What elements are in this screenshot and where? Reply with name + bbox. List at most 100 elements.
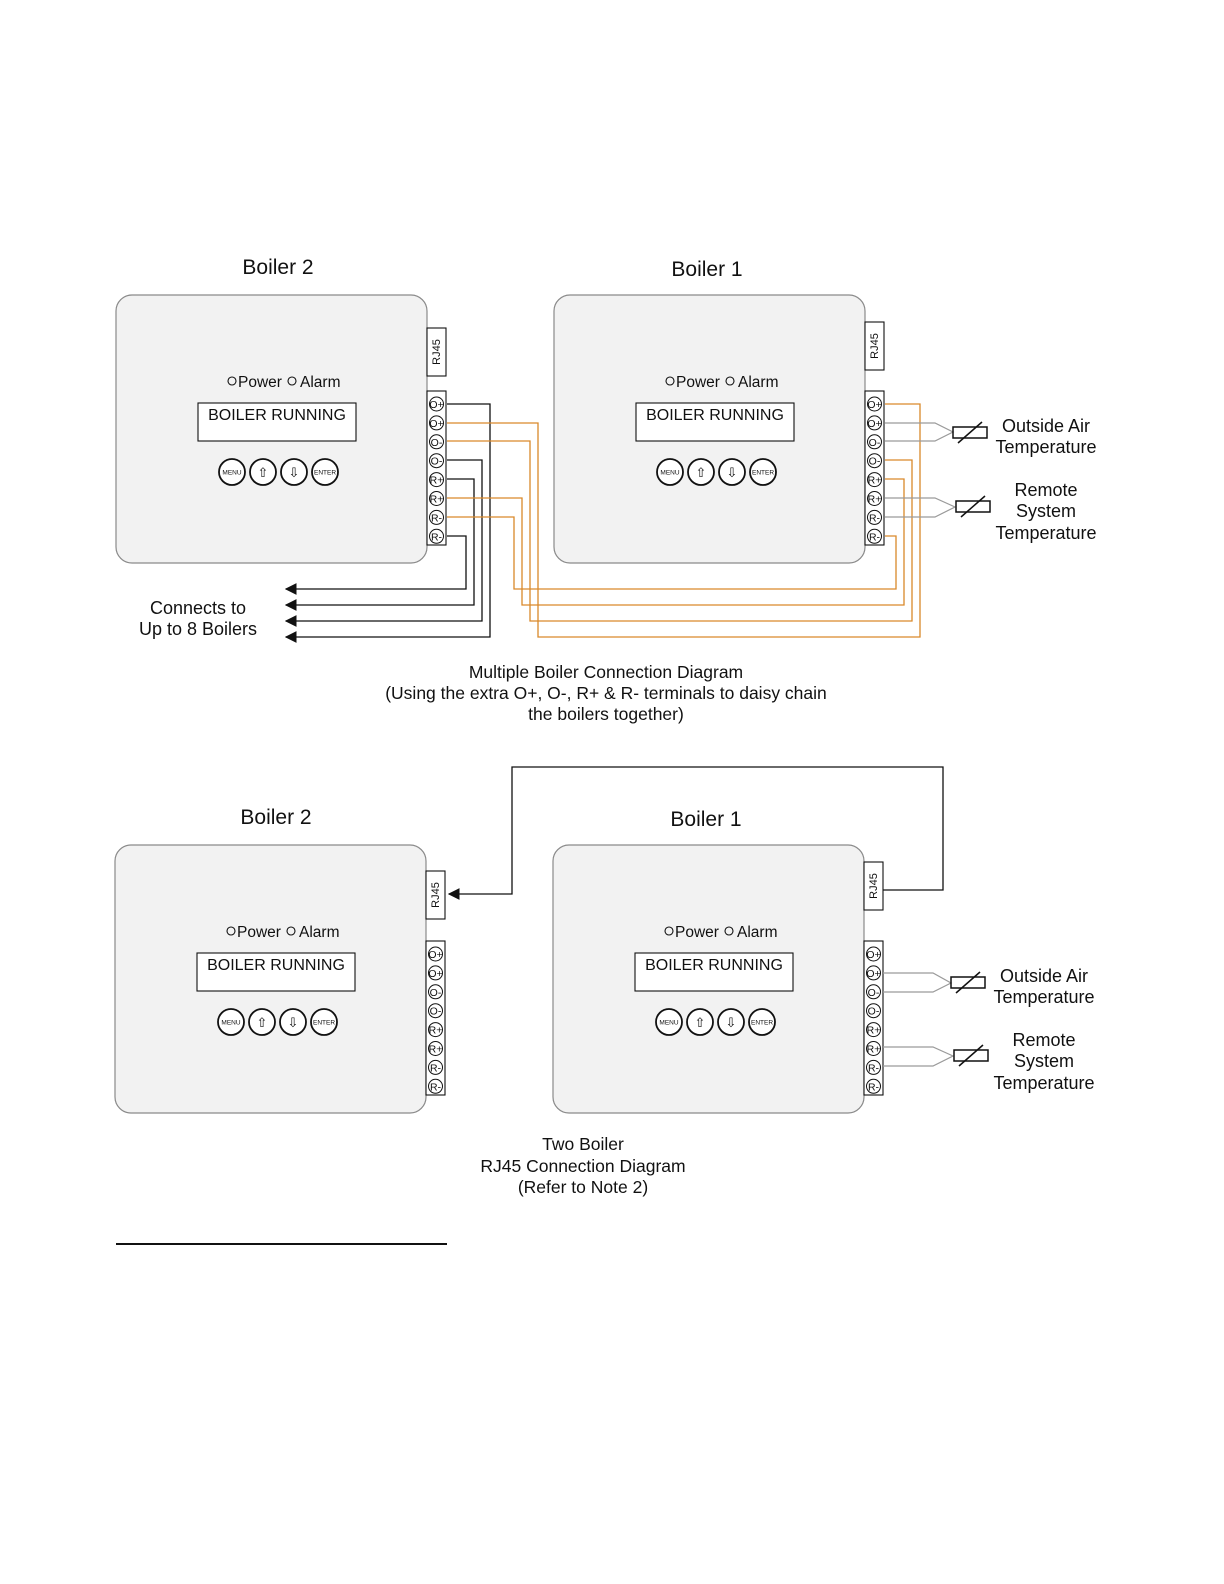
rj45-label: RJ45 [869, 333, 881, 359]
menu-button[interactable]: MENU [656, 458, 684, 486]
down-button[interactable]: ⇩ [717, 1008, 745, 1036]
terminal-strip: O+O+O-O-R+R+R-R- [425, 940, 446, 1096]
power-led-icon [664, 926, 674, 936]
terminal-4: R+ [429, 472, 444, 488]
display-text: BOILER RUNNING [207, 957, 345, 974]
terminal-label: R- [431, 512, 443, 524]
up-button[interactable]: ⇧ [248, 1008, 276, 1036]
enter-button[interactable]: ENTER [310, 1008, 338, 1036]
terminal-0: O+ [867, 396, 882, 412]
terminal-6: R- [867, 509, 882, 525]
terminal-5: R+ [429, 491, 444, 506]
up-button[interactable]: ⇧ [686, 1008, 714, 1036]
terminal-label: R+ [868, 475, 882, 487]
enter-button-label: ENTER [752, 469, 774, 476]
rj45-label: RJ45 [430, 882, 442, 908]
terminal-label: O+ [867, 399, 881, 411]
terminal-4: R+ [866, 1022, 881, 1038]
caption-2-line2: RJ45 Connection Diagram [480, 1156, 685, 1176]
terminal-2: O- [867, 434, 882, 450]
up-button[interactable]: ⇧ [249, 458, 277, 486]
terminal-3: O- [428, 1003, 443, 1019]
power-label: Power [237, 924, 281, 941]
alarm-label: Alarm [738, 374, 778, 391]
terminal-7: R- [428, 1078, 443, 1094]
remote-label-line3: Temperature [995, 523, 1096, 543]
terminal-label: R- [431, 531, 443, 543]
status-leds: Power Alarm [664, 924, 777, 941]
rj45-port: RJ45 [864, 321, 885, 371]
terminal-label: R- [869, 531, 881, 543]
caption-1-line1: Multiple Boiler Connection Diagram [469, 662, 743, 682]
daisy-chain-orange-wires [447, 403, 921, 638]
boiler-1-title: Boiler 1 [670, 808, 741, 831]
terminal-2: O- [428, 984, 443, 1000]
terminal-6: R- [429, 509, 444, 525]
down-button-label: ⇩ [727, 465, 738, 480]
status-display [197, 402, 357, 442]
up-button[interactable]: ⇧ [687, 458, 715, 486]
terminal-label: R+ [867, 1025, 881, 1037]
power-label: Power [238, 374, 282, 391]
enter-button-label: ENTER [314, 469, 336, 476]
terminal-label: O+ [867, 418, 881, 430]
terminal-label: R+ [430, 494, 444, 506]
caption-2-line1: Two Boiler [542, 1134, 624, 1154]
terminal-label: R+ [429, 1025, 443, 1037]
remote-label-line3: Temperature [993, 1073, 1094, 1093]
down-button[interactable]: ⇩ [718, 458, 746, 486]
terminal-1: O+ [867, 415, 882, 431]
menu-button[interactable]: MENU [655, 1008, 683, 1036]
terminal-0: O+ [429, 396, 444, 412]
terminal-5: R+ [866, 1041, 881, 1056]
status-display [196, 952, 356, 992]
caption-1-line2: (Using the extra O+, O-, R+ & R- termina… [385, 683, 827, 703]
outside-air-label-line1: Outside Air [1000, 966, 1088, 986]
terminal-4: R+ [867, 472, 882, 488]
menu-button[interactable]: MENU [218, 458, 246, 486]
terminal-6: R- [866, 1059, 881, 1075]
terminal-label: R- [430, 1062, 442, 1074]
connects-note-line2: Up to 8 Boilers [139, 619, 257, 639]
terminal-5: R+ [867, 491, 882, 506]
enter-button-label: ENTER [751, 1019, 773, 1026]
power-led-icon [665, 376, 675, 386]
terminal-label: R+ [430, 475, 444, 487]
alarm-label: Alarm [737, 924, 777, 941]
remote-system-sensor [955, 495, 991, 518]
up-button-label: ⇧ [695, 1015, 706, 1030]
terminal-label: O- [431, 456, 443, 468]
daisy-chain-black-wires [284, 403, 491, 643]
terminal-label: O+ [429, 418, 443, 430]
boiler-2-title: Boiler 2 [240, 806, 311, 829]
down-button[interactable]: ⇩ [279, 1008, 307, 1036]
menu-button[interactable]: MENU [217, 1008, 245, 1036]
down-button-label: ⇩ [288, 1015, 299, 1030]
down-button[interactable]: ⇩ [280, 458, 308, 486]
terminal-strip: O+ O+ O- O- R+ R+ R- R- [426, 390, 447, 546]
power-led-icon [226, 926, 236, 936]
terminal-label: O- [430, 987, 442, 999]
terminal-label: R- [869, 512, 881, 524]
remote-label-line1: Remote [1014, 480, 1077, 500]
enter-button[interactable]: ENTER [748, 1008, 776, 1036]
enter-button[interactable]: ENTER [749, 458, 777, 486]
outside-air-sensor [952, 421, 988, 444]
power-label: Power [675, 924, 719, 941]
enter-button[interactable]: ENTER [311, 458, 339, 486]
alarm-led-icon [287, 376, 297, 386]
up-button-label: ⇧ [257, 1015, 268, 1030]
power-label: Power [676, 374, 720, 391]
terminal-1: O+ [866, 965, 881, 981]
remote-label-line1: Remote [1012, 1030, 1075, 1050]
terminal-label: O- [431, 437, 443, 449]
boiler-2-title: Boiler 2 [242, 256, 313, 279]
terminal-1: O+ [429, 415, 444, 431]
terminal-label: O+ [866, 949, 880, 961]
